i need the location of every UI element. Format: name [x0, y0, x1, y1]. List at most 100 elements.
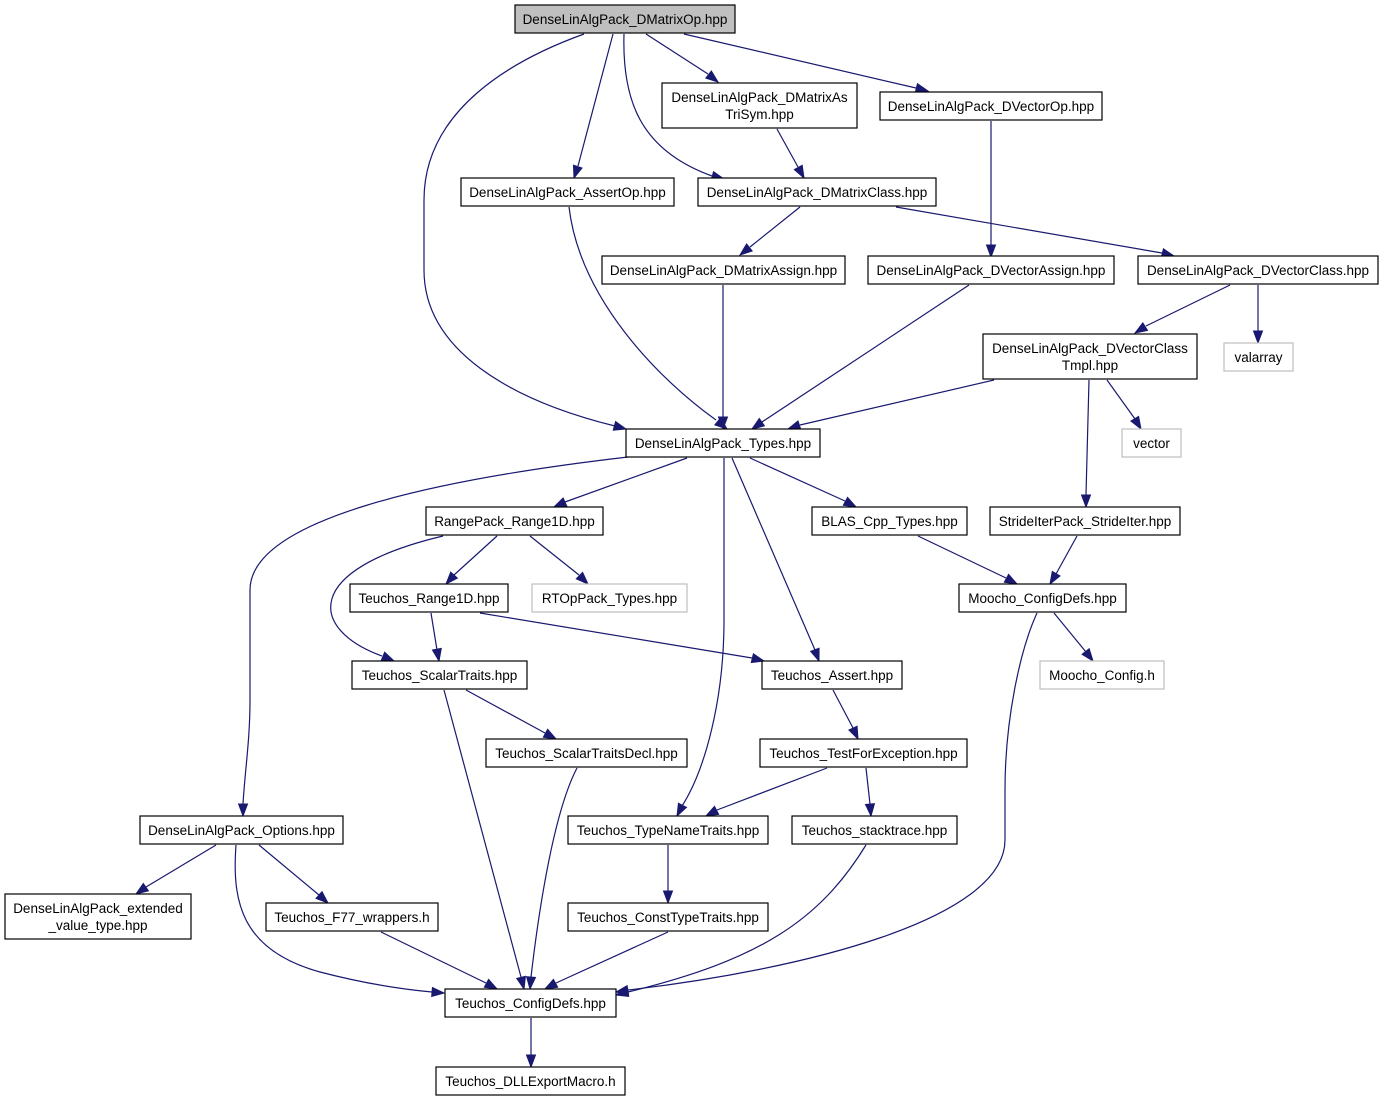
node-types[interactable]: DenseLinAlgPack_Types.hpp: [625, 428, 821, 458]
edge-dmatrixclass-to-dmatrixassign: [738, 206, 801, 256]
node-label: Teuchos_Assert.hpp: [771, 668, 893, 683]
arrowhead: [525, 976, 537, 991]
node-extendedvaluetype[interactable]: DenseLinAlgPack_extended_value_type.hpp: [4, 893, 192, 940]
arrowhead: [1003, 573, 1019, 585]
arrowhead: [809, 647, 820, 663]
edge-line: [1055, 535, 1078, 575]
edge-dvectorassign-to-types: [750, 284, 970, 430]
node-box: [661, 82, 858, 129]
edge-dmatrixop-to-dmatrixastrisym: [645, 33, 720, 83]
node-scalartraits[interactable]: Teuchos_ScalarTraits.hpp: [351, 660, 528, 690]
node-box: [625, 428, 821, 458]
node-assertop[interactable]: DenseLinAlgPack_AssertOp.hpp: [460, 177, 675, 207]
node-label: Tmpl.hpp: [1062, 358, 1118, 373]
arrowhead: [750, 652, 766, 664]
node-label: DenseLinAlgPack_Options.hpp: [148, 823, 335, 838]
node-stacktrace[interactable]: Teuchos_stacktrace.hpp: [791, 815, 958, 845]
edge-line: [1053, 612, 1087, 653]
arrowhead: [1080, 494, 1092, 509]
arrowhead: [525, 1054, 537, 1069]
edge-dmatrixclass-to-dvectorclass: [895, 206, 1176, 259]
node-rtoptypes: RTOpPack_Types.hpp: [531, 583, 688, 613]
node-dmatrixclass[interactable]: DenseLinAlgPack_DMatrixClass.hpp: [697, 177, 937, 207]
node-box: [351, 660, 528, 690]
node-box: [531, 583, 688, 613]
node-label: Teuchos_F77_wrappers.h: [274, 910, 429, 925]
arrowhead: [750, 417, 766, 430]
edge-options-to-teuchosconfigdefs: [234, 844, 446, 998]
edge-range1d-to-teuchosrange1d: [445, 535, 498, 586]
node-label: vector: [1133, 436, 1170, 451]
edge-line: [530, 767, 578, 978]
node-box: [444, 988, 617, 1018]
node-dllexportmacro[interactable]: Teuchos_DLLExportMacro.h: [435, 1066, 626, 1096]
arrowhead: [431, 647, 442, 663]
arrowhead: [572, 164, 583, 180]
node-dmatrixassign[interactable]: DenseLinAlgPack_DMatrixAssign.hpp: [601, 255, 846, 285]
edge-line: [623, 33, 713, 177]
edge-line: [917, 535, 1007, 579]
edge-dmatrixop-to-types: [423, 33, 628, 431]
node-teuchosassert[interactable]: Teuchos_Assert.hpp: [761, 660, 903, 690]
node-range1d[interactable]: RangePack_Range1D.hpp: [425, 506, 604, 536]
node-box: [349, 583, 509, 613]
node-dvectorclass[interactable]: DenseLinAlgPack_DVectorClass.hpp: [1137, 255, 1379, 285]
node-box: [791, 815, 958, 845]
node-label: Teuchos_Range1D.hpp: [358, 591, 499, 606]
node-box: [435, 1066, 626, 1096]
node-teuchosrange1d[interactable]: Teuchos_Range1D.hpp: [349, 583, 509, 613]
arrowhead: [717, 416, 729, 431]
node-label: Teuchos_ConfigDefs.hpp: [455, 996, 606, 1011]
arrowhead: [848, 725, 859, 741]
edge-moochoconfigdefs-to-moochoconfig: [1053, 612, 1094, 663]
node-label: _value_type.hpp: [47, 918, 147, 933]
edge-line: [465, 689, 546, 734]
node-box: [139, 815, 344, 845]
edge-types-to-blascpptypes: [749, 457, 858, 508]
edge-teuchosrange1d-to-teuchosassert: [479, 612, 766, 664]
edge-line: [865, 767, 871, 805]
node-layer: DenseLinAlgPack_DMatrixOp.hppDenseLinAlg…: [4, 4, 1379, 1096]
arrowhead: [676, 802, 688, 818]
arrowhead: [237, 803, 249, 818]
node-label: TriSym.hpp: [725, 107, 794, 122]
node-blascpptypes[interactable]: BLAS_Cpp_Types.hpp: [811, 506, 968, 536]
node-label: BLAS_Cpp_Types.hpp: [821, 514, 958, 529]
node-dvectorassign[interactable]: DenseLinAlgPack_DVectorAssign.hpp: [867, 255, 1115, 285]
node-box: [485, 738, 688, 768]
edge-dvectorclasstmpl-to-types: [786, 379, 995, 431]
node-scalartraitsdecl[interactable]: Teuchos_ScalarTraitsDecl.hpp: [485, 738, 688, 768]
node-box: [958, 583, 1127, 613]
node-box: [1039, 660, 1165, 690]
edge-dvectorclasstmpl-to-vector: [1106, 379, 1142, 431]
node-typenametraits[interactable]: Teuchos_TypeNameTraits.hpp: [567, 815, 769, 845]
node-box: [265, 902, 439, 932]
edge-dvectorop-to-dvectorassign: [985, 121, 997, 259]
node-label: DenseLinAlgPack_DMatrixAssign.hpp: [610, 263, 837, 278]
node-label: Teuchos_TestForException.hpp: [769, 746, 957, 761]
node-dmatrixop[interactable]: DenseLinAlgPack_DMatrixOp.hpp: [514, 4, 736, 34]
edge-line: [423, 33, 616, 427]
edge-line: [895, 206, 1163, 254]
arrowhead: [543, 978, 559, 990]
node-options[interactable]: DenseLinAlgPack_Options.hpp: [139, 815, 344, 845]
edge-testforexception-to-typenametraits: [704, 767, 828, 817]
node-box: [567, 815, 769, 845]
arrowhead: [662, 890, 674, 905]
node-moochoconfigdefs[interactable]: Moocho_ConfigDefs.hpp: [958, 583, 1127, 613]
edge-line: [1106, 379, 1136, 420]
node-label: Teuchos_stacktrace.hpp: [802, 823, 948, 838]
edge-dvectorclass-to-dvectorclasstmpl: [1133, 284, 1231, 334]
arrowhead: [704, 805, 720, 817]
arrowhead: [842, 496, 858, 508]
node-testforexception[interactable]: Teuchos_TestForException.hpp: [759, 738, 968, 768]
node-strideiter[interactable]: StrideIterPack_StrideIter.hpp: [989, 506, 1181, 536]
node-teuchosconfigdefs[interactable]: Teuchos_ConfigDefs.hpp: [444, 988, 617, 1018]
node-consttypetraits[interactable]: Teuchos_ConstTypeTraits.hpp: [567, 902, 769, 932]
edge-line: [380, 931, 487, 984]
node-box: [989, 506, 1181, 536]
node-dvectorop[interactable]: DenseLinAlgPack_DVectorOp.hpp: [879, 91, 1103, 121]
node-f77wrappers[interactable]: Teuchos_F77_wrappers.h: [265, 902, 439, 932]
